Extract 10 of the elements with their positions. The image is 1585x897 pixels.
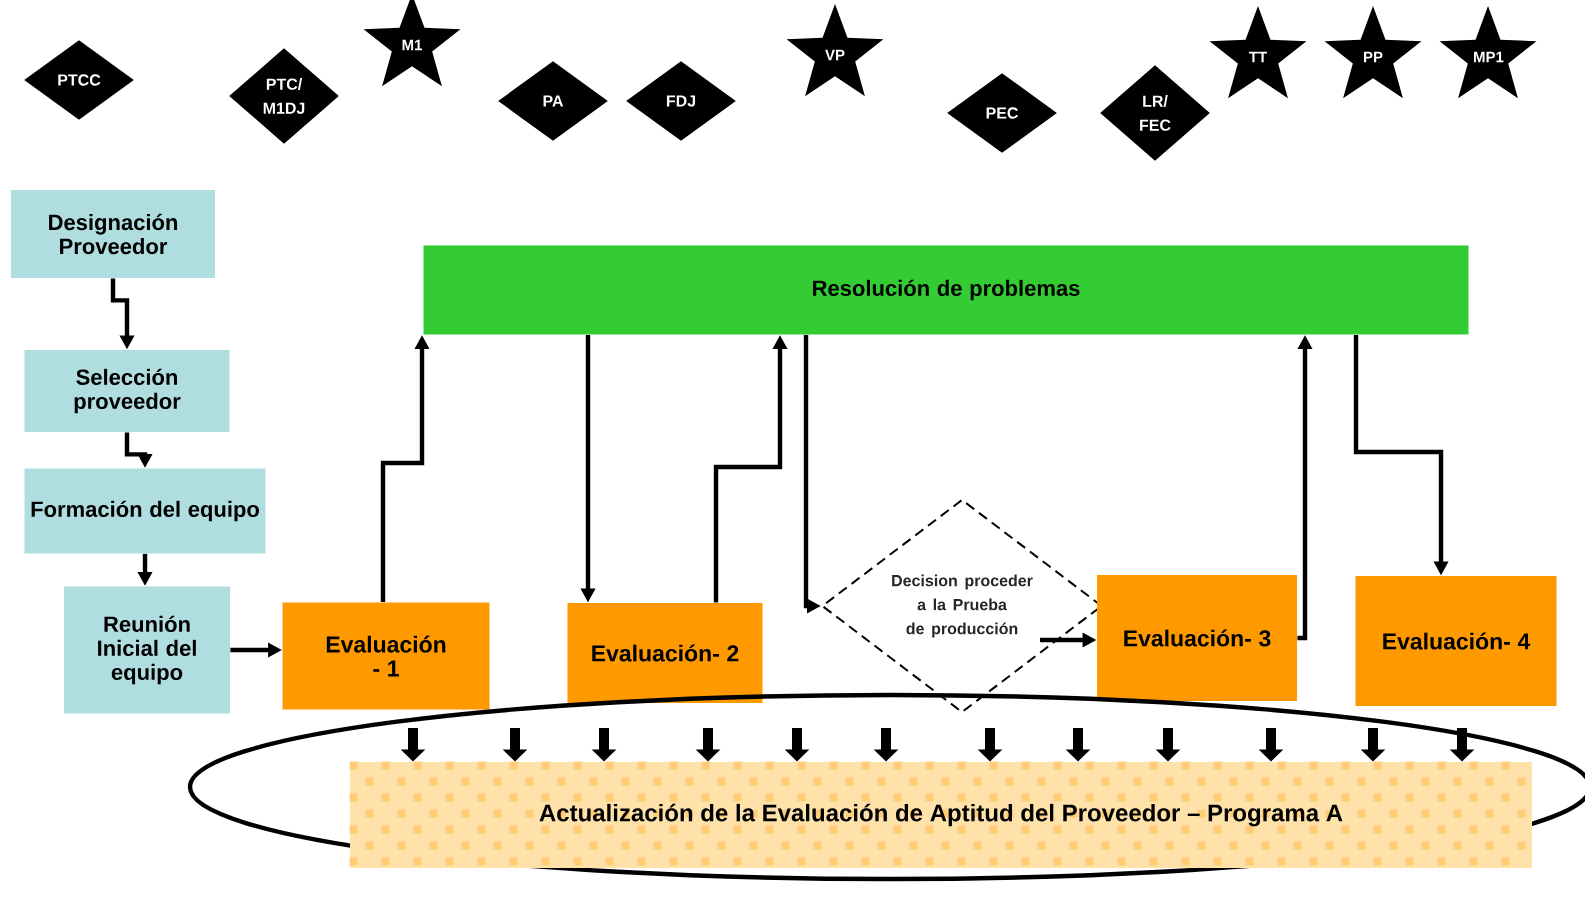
evaluation-box: Evaluación - 1 xyxy=(282,602,490,710)
evaluation-box: Evaluación- 4 xyxy=(1355,576,1557,706)
evaluation-box: Evaluación- 3 xyxy=(1097,575,1297,701)
process-box: Designación Proveedor xyxy=(11,190,215,278)
evaluation-box: Evaluación- 2 xyxy=(567,603,763,703)
process-box: Formación del equipo xyxy=(24,468,266,554)
checkered-band: Actualización de la Evaluación de Aptitud del Proveedor – Programa A xyxy=(349,761,1532,868)
process-box: Selección proveedor xyxy=(24,350,230,432)
process-box: Reunión Inicial del equipo xyxy=(64,586,230,714)
banner-box: Resolución de problemas xyxy=(423,245,1469,335)
